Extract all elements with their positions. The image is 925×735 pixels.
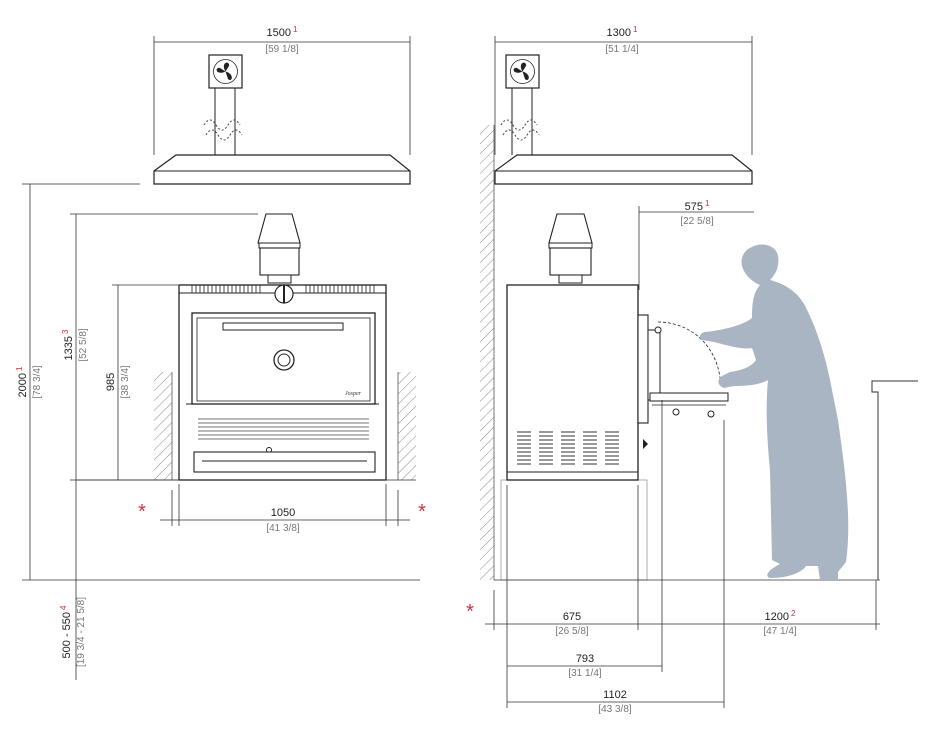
total-height-value: 2000 <box>17 373 29 397</box>
smoke-icon <box>203 88 243 155</box>
base-height-note: 4 <box>59 605 68 610</box>
depth-with-handle-value: 793 <box>576 653 594 665</box>
front-hood-width-value: 1500 <box>267 27 291 39</box>
svg-text:13353: 1335 3 <box>61 329 75 360</box>
depth-with-handle-imperial: [31 1/4] <box>568 668 602 679</box>
body-width-imperial: [41 3/8] <box>266 523 300 534</box>
side-stand <box>500 479 648 581</box>
work-space-imperial: [47 1/4] <box>763 626 797 637</box>
side-extraction-hood <box>494 154 753 185</box>
smoke-icon <box>500 88 540 155</box>
side-vent-grille <box>517 431 619 465</box>
body-width-value: 1050 <box>271 507 295 519</box>
front-right-wall <box>398 372 416 480</box>
depth-with-tray-imperial: [43 3/8] <box>598 704 632 715</box>
brand-logo: Josper <box>345 391 362 397</box>
front-left-wall <box>154 372 172 480</box>
depth-with-handle-dimension: 793 [31 1/4] <box>507 400 663 679</box>
depth-dimension: 675 [26 5/8] * <box>466 485 880 708</box>
height-with-flue-dimension: 1335 3 [52 5/8] <box>61 213 258 480</box>
depth-with-tray-dimension: 1102 [43 3/8] <box>507 420 725 715</box>
svg-text:500 - 5504: 500 - 550 4 <box>59 605 73 658</box>
front-right-clearance-marker: * <box>418 501 426 523</box>
door-opening-note: 1 <box>705 199 710 208</box>
fan-icon <box>208 54 243 89</box>
fan-icon <box>505 54 540 89</box>
side-hood-width-note: 1 <box>633 25 638 34</box>
depth-imperial: [26 5/8] <box>555 626 589 637</box>
side-flue <box>548 213 593 284</box>
total-height-imperial: [78 3/4] <box>32 365 43 399</box>
side-hood-width-value: 1300 <box>607 27 631 39</box>
front-vent-grille <box>198 418 369 440</box>
body-height-imperial: [38 3/4] <box>120 365 131 399</box>
body-width-dimension: 1050 [41 3/8] * * <box>138 484 426 534</box>
depth-value: 675 <box>563 611 581 623</box>
side-counter <box>871 380 918 580</box>
height-with-flue-value: 1335 <box>63 336 75 360</box>
extraction-hood <box>153 154 411 185</box>
height-with-flue-imperial: [52 5/8] <box>78 328 89 362</box>
body-height-value: 985 <box>105 373 117 391</box>
front-hood-width-note: 1 <box>293 25 298 34</box>
chef-silhouette <box>699 244 849 580</box>
front-flue <box>257 213 301 284</box>
front-left-clearance-marker: * <box>138 501 146 523</box>
total-height-note: 1 <box>15 366 24 371</box>
base-height-value: 500 - 550 <box>61 612 73 658</box>
base-height-imperial: [19 3/4 - 21 5/8] <box>76 597 87 667</box>
door-opening-imperial: [22 5/8] <box>680 216 714 227</box>
side-oven-body <box>506 284 729 481</box>
door-opening-value: 575 <box>685 201 703 213</box>
svg-text:20001: 2000 1 <box>15 366 29 397</box>
side-back-wall <box>480 125 494 580</box>
depth-with-tray-value: 1102 <box>603 689 627 701</box>
body-height-dimension: 985 [38 3/4] <box>105 284 178 480</box>
side-hood-width-imperial: [51 1/4] <box>605 44 639 55</box>
side-clearance-marker: * <box>466 601 474 623</box>
total-height-dimension: 2000 1 [78 3/4] <box>15 183 420 581</box>
height-with-flue-note: 3 <box>61 329 70 334</box>
work-space-value: 1200 <box>765 611 789 623</box>
front-oven-body: Josper <box>178 284 387 481</box>
front-hood-width-imperial: [59 1/8] <box>265 44 299 55</box>
work-space-note: 2 <box>791 609 796 618</box>
